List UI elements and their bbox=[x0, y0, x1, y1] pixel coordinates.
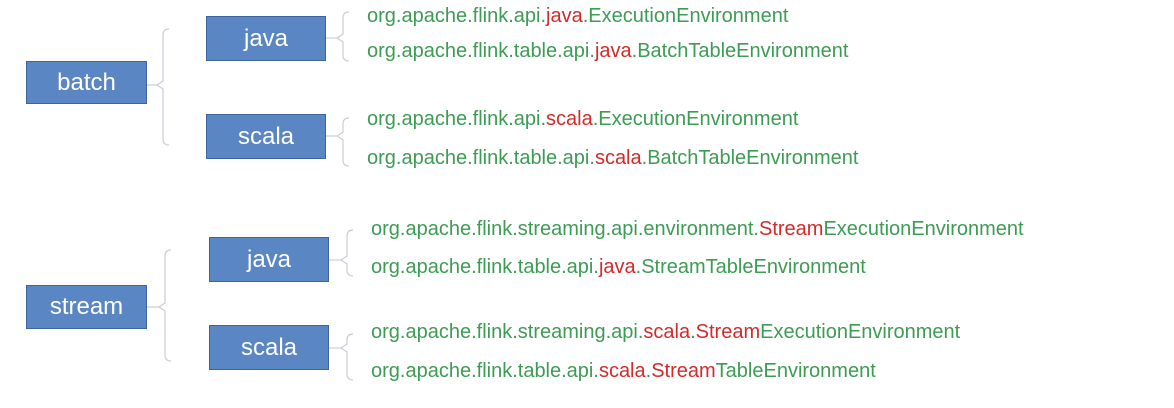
text-segment: org.apache.flink.api. bbox=[367, 108, 547, 130]
text-segment: . bbox=[645, 360, 652, 382]
stream-box: stream bbox=[26, 285, 147, 329]
text-segment: TableEnvironment bbox=[715, 360, 876, 382]
text-segment: org.apache.flink.api. bbox=[367, 5, 547, 27]
highlighted-segment: Stream bbox=[695, 321, 761, 343]
highlighted-segment: java bbox=[594, 40, 632, 62]
batch-scala-class-1: org.apache.flink.api.scala.ExecutionEnvi… bbox=[367, 107, 798, 131]
stream-scala-bracket bbox=[339, 333, 354, 381]
text-segment: .BatchTableEnvironment bbox=[641, 147, 859, 169]
batch-box: batch bbox=[26, 61, 147, 104]
text-segment: ExecutionEnvironment bbox=[760, 321, 961, 343]
text-segment: ExecutionEnvironment bbox=[823, 218, 1024, 240]
highlighted-segment: scala bbox=[643, 321, 691, 343]
text-segment: org.apache.flink.streaming.api. bbox=[371, 321, 644, 343]
text-segment: org.apache.flink.table.api. bbox=[371, 256, 599, 278]
stream-scala-class-1: org.apache.flink.streaming.api.scala.Str… bbox=[371, 320, 960, 344]
batch-java-class-2: org.apache.flink.table.api.java.BatchTab… bbox=[367, 39, 848, 63]
highlighted-segment: scala bbox=[594, 147, 642, 169]
text-segment: org.apache.flink.table.api. bbox=[367, 147, 595, 169]
text-segment: org.apache.flink.streaming.api.environme… bbox=[371, 218, 759, 240]
batch-java-box: java bbox=[206, 16, 326, 61]
text-segment: .BatchTableEnvironment bbox=[631, 40, 849, 62]
stream-scala-box: scala bbox=[209, 325, 329, 370]
batch-scala-box: scala bbox=[206, 114, 326, 159]
stream-java-class-1: org.apache.flink.streaming.api.environme… bbox=[371, 217, 1024, 241]
text-segment: .StreamTableEnvironment bbox=[635, 256, 866, 278]
text-segment: . bbox=[690, 321, 696, 343]
stream-java-bracket bbox=[339, 229, 354, 277]
stream-java-class-2: org.apache.flink.table.api.java.StreamTa… bbox=[371, 255, 866, 279]
batch-bracket bbox=[155, 28, 170, 146]
text-segment: org.apache.flink.table.api. bbox=[371, 360, 599, 382]
highlighted-segment: scala bbox=[598, 360, 646, 382]
highlighted-segment: Stream bbox=[759, 218, 824, 240]
stream-bracket bbox=[157, 249, 172, 362]
highlighted-segment: java bbox=[598, 256, 636, 278]
batch-java-bracket bbox=[335, 11, 350, 62]
batch-scala-bracket bbox=[335, 117, 350, 167]
stream-scala-class-2: org.apache.flink.table.api.scala.StreamT… bbox=[371, 359, 876, 383]
highlighted-segment: Stream bbox=[651, 360, 716, 382]
text-segment: org.apache.flink.table.api. bbox=[367, 40, 595, 62]
batch-scala-class-2: org.apache.flink.table.api.scala.BatchTa… bbox=[367, 146, 858, 170]
stream-java-box: java bbox=[209, 237, 329, 282]
batch-java-class-1: org.apache.flink.api.java.ExecutionEnvir… bbox=[367, 4, 788, 28]
text-segment: .ExecutionEnvironment bbox=[592, 108, 799, 130]
text-segment: .ExecutionEnvironment bbox=[582, 5, 789, 27]
highlighted-segment: java bbox=[546, 5, 583, 27]
highlighted-segment: scala bbox=[546, 108, 593, 130]
